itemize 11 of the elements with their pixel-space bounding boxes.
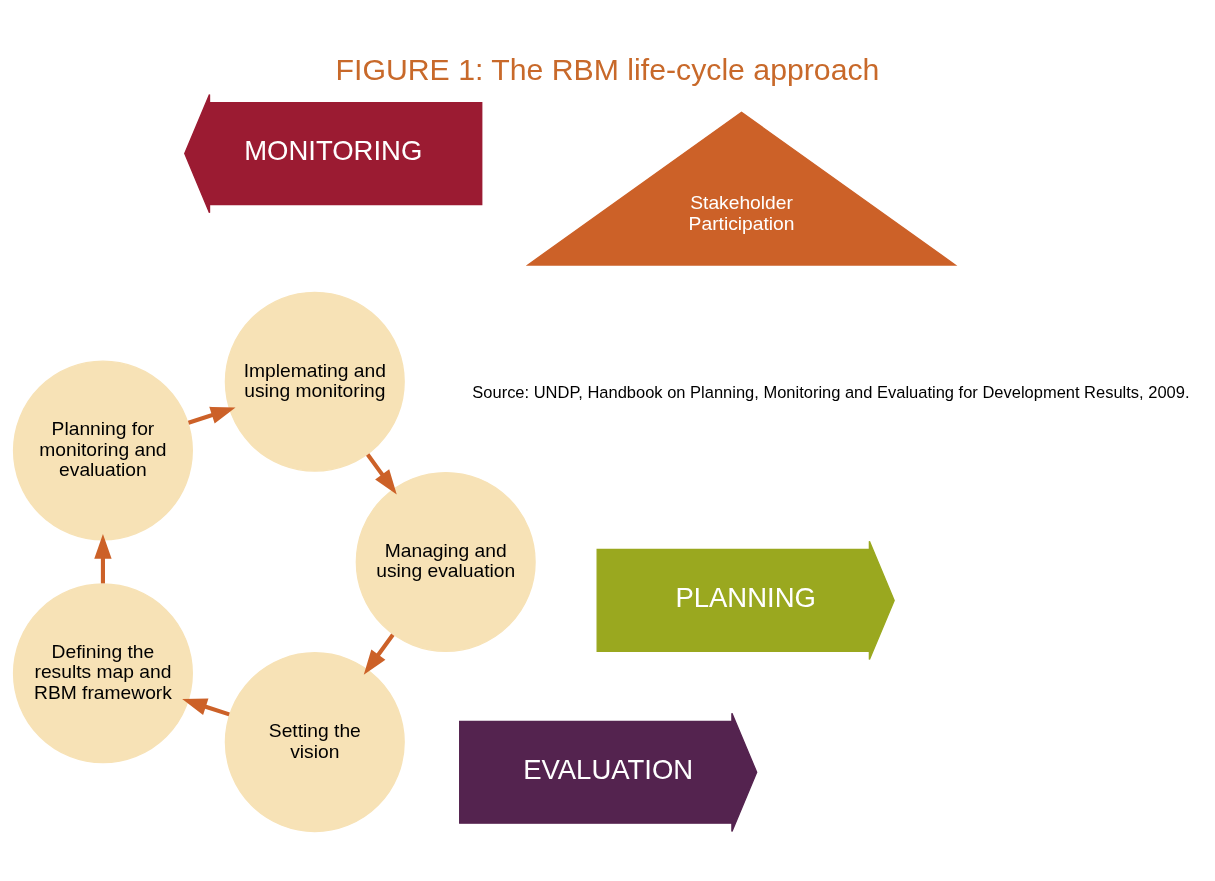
arrow [363, 633, 395, 675]
node-circle: Defining the results map and RBM framework [12, 582, 193, 763]
diagram-title: FIGURE 1: The RBM life-cycle approach [335, 52, 880, 86]
caption: Source: UNDP, Handbook on Planning, Monitoring and Evaluating for Development Results, 2009. [472, 382, 1190, 401]
node-circle: Planning for monitoring and evaluation [12, 360, 193, 541]
node-circle: Managing and using evaluation [355, 471, 536, 652]
arrow [182, 697, 230, 716]
arrow [366, 452, 397, 494]
arrow [94, 533, 112, 583]
arrow [187, 406, 236, 425]
node-circle: Implemating and using monitoring [224, 291, 405, 472]
